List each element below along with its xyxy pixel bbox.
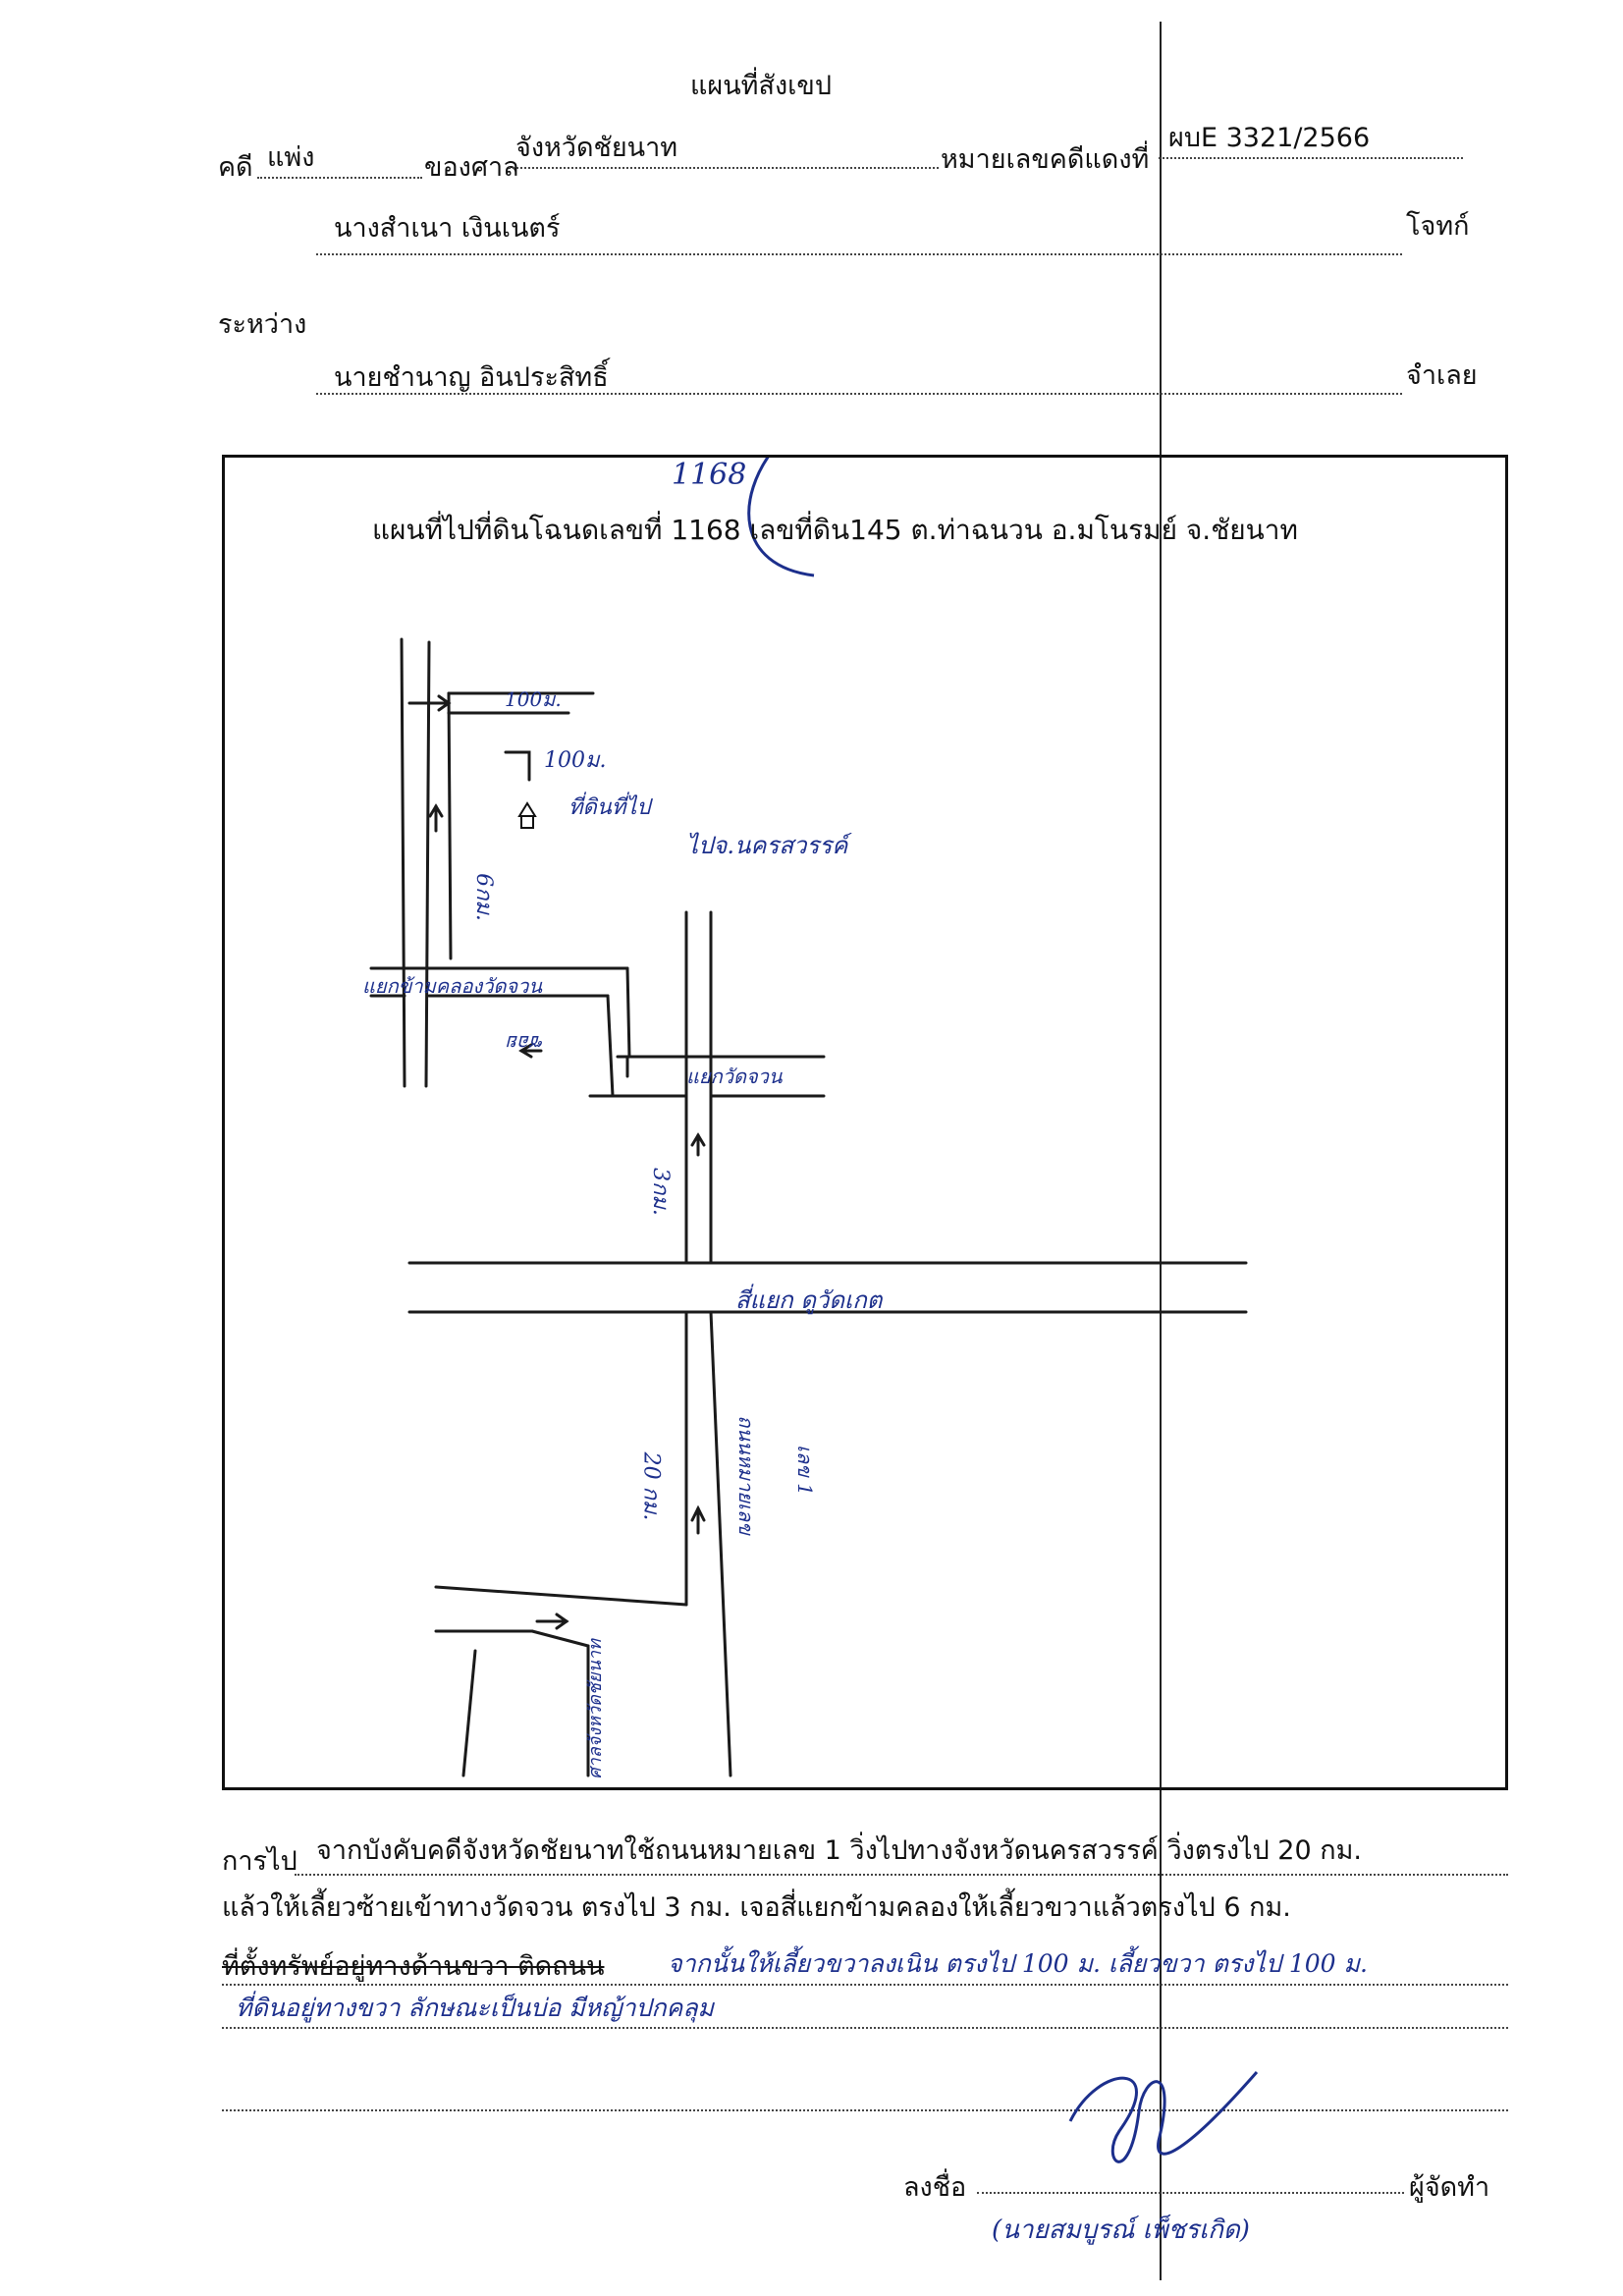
defendant-role: จำเลย (1406, 360, 1478, 391)
case-type-line (257, 177, 422, 179)
label-100m-right: 100ม. (544, 748, 607, 773)
sign-line (977, 2192, 1404, 2194)
label-small-road: ซอย (508, 1031, 545, 1055)
label-wat-juan-junction: แยกวัดจวน (686, 1065, 783, 1088)
sketch-map: แผนที่ไปที่ดินโฉนดเลขที่ 1168 เลขที่ดิน1… (222, 455, 1508, 1790)
case-type: แพ่ง (267, 142, 315, 173)
signature-role: ผู้จัดทำ (1409, 2172, 1490, 2203)
directions-text-2: แล้วให้เลี้ยวซ้ายเข้าทางวัดจวน ตรงไป 3 ก… (222, 1892, 1291, 1923)
red-case-line (1159, 157, 1463, 159)
directions-text-1: จากบังคับคดีจังหวัดชัยนาทใช้ถนนหมายเลข 1… (316, 1835, 1362, 1866)
handwritten-deed-number: 1168 (672, 458, 747, 492)
label-highway-no: เลข 1 (792, 1445, 817, 1496)
label-3km: 3กม. (647, 1168, 673, 1216)
label-20km: 20 กม. (638, 1451, 664, 1521)
label-to-nakhonsawan: ไปจ.นครสวรรค์ (686, 832, 848, 859)
label-intersection: สี่แยก ดูวัดเกต (735, 1286, 883, 1314)
sign-label: ลงชื่อ (903, 2172, 967, 2203)
between-label: ระหว่าง (218, 309, 307, 340)
directions-text-3-hand: จากนั้นให้เลี้ยวขวาลงเนิน ตรงไป 100 ม. เ… (668, 1949, 1368, 1978)
label-6km: 6กม. (470, 873, 496, 921)
map-drawing (369, 458, 1248, 1777)
label-target-land: ที่ดินที่ไป (568, 795, 651, 820)
label-100m-top: 100ม. (505, 687, 562, 711)
red-case-label: หมายเลขคดีแดงที่ (941, 144, 1150, 175)
directions-line-4 (222, 2027, 1508, 2029)
court-name: จังหวัดชัยนาท (515, 133, 678, 163)
label-canal-bridge: แยกข้ามคลองวัดจวน (362, 974, 543, 998)
plaintiff-line (316, 253, 1402, 255)
defendant-name: นายชำนาญ อินประสิทธิ์ (334, 362, 609, 393)
defendant-line (316, 393, 1402, 395)
directions-text-3-struck: ที่ตั้งทรัพย์อยู่ทางด้านขวา ติดถนน (222, 1951, 605, 1982)
directions-line-1 (295, 1874, 1508, 1876)
signer-printed-name: (นายสมบูรณ์ เพ็ชรเกิด) (992, 2215, 1250, 2245)
case-prefix: คดี (218, 152, 253, 183)
label-highway: ถนนหมายเลข (733, 1415, 758, 1535)
scan-line (1160, 22, 1162, 2280)
signature (1068, 2071, 1259, 2163)
map-heading: แผนที่ไปที่ดินโฉนดเลขที่ 1168 เลขที่ดิน1… (372, 514, 1298, 546)
red-case-number: ผบE 3321/2566 (1168, 123, 1371, 153)
directions-text-4-hand: ที่ดินอยู่ทางขวา ลักษณะเป็นบ่อ มีหญ้าปกค… (236, 1994, 715, 2022)
label-provincial-court: ศาลจังหวัดชัยนาท (584, 1639, 606, 1779)
court-name-line (509, 167, 939, 169)
directions-label: การไป (222, 1846, 298, 1877)
court-label: ของศาล (424, 152, 519, 183)
plaintiff-role: โจทก์ (1406, 211, 1470, 242)
document-title: แผนที่สังเขป (690, 71, 832, 101)
plaintiff-name: นางสำเนา เงินเนตร์ (334, 213, 561, 244)
directions-line-5 (222, 2109, 1508, 2111)
directions-line-3 (222, 1984, 1508, 1986)
